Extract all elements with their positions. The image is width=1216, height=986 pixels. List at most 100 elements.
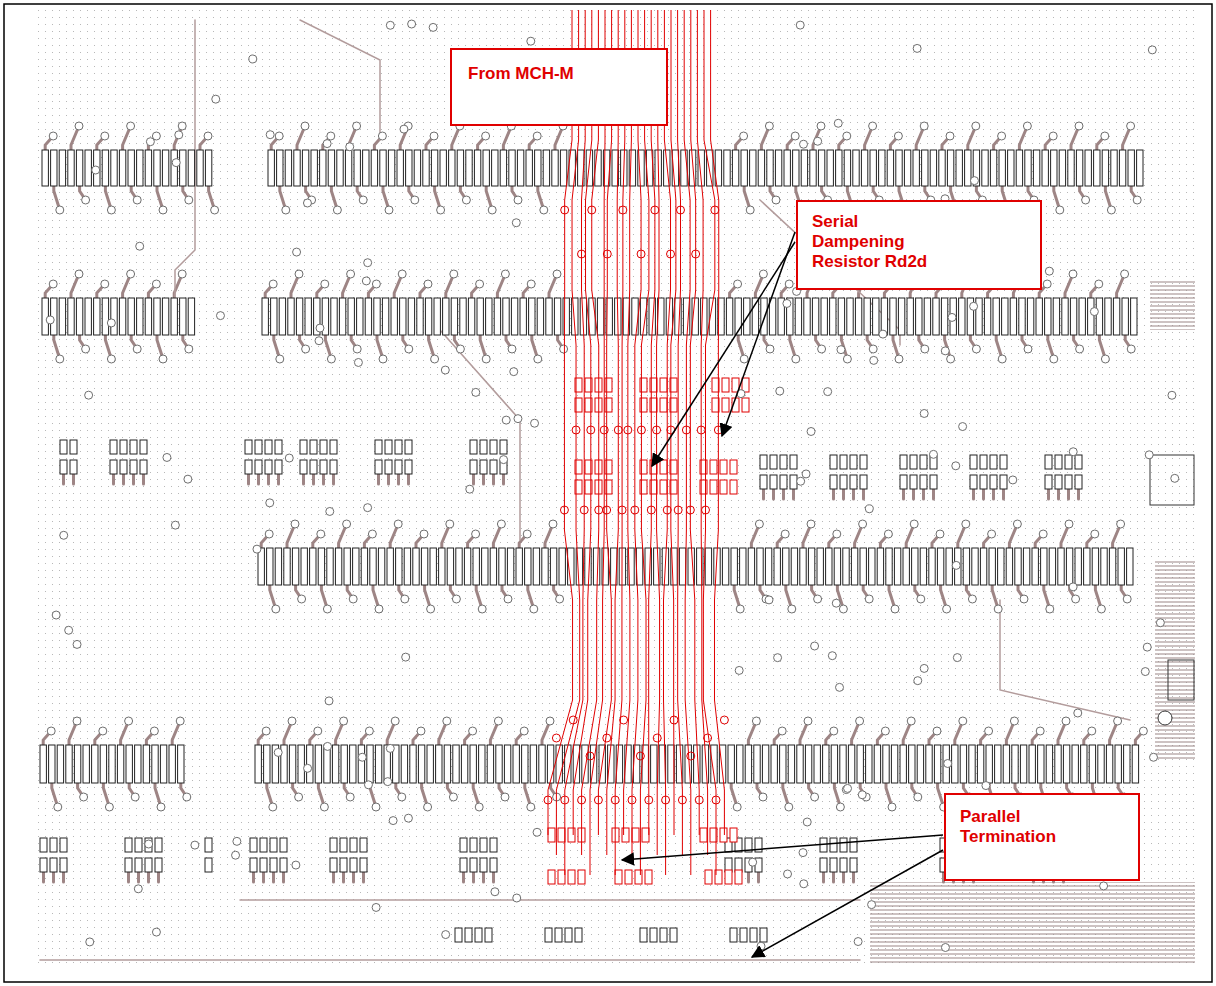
- connector-pad: [998, 548, 1004, 585]
- connector-pad: [328, 150, 334, 186]
- via: [870, 356, 878, 364]
- connector-pad: [963, 548, 969, 585]
- red-via: [578, 796, 586, 804]
- connector-pad: [262, 298, 268, 335]
- connector-pad: [516, 548, 522, 585]
- connector-pad: [335, 548, 341, 585]
- trace: [1067, 489, 1070, 499]
- connector-pad: [843, 548, 849, 585]
- connector-pad: [1113, 298, 1119, 335]
- via: [469, 727, 477, 735]
- resistor-pad: [270, 838, 277, 852]
- via: [946, 132, 954, 140]
- via: [375, 605, 383, 613]
- resistor-pad: [558, 828, 565, 842]
- red-via: [628, 796, 636, 804]
- via: [233, 837, 241, 845]
- red-via: [603, 250, 611, 258]
- trace: [387, 474, 390, 484]
- connector-pad: [1003, 745, 1009, 783]
- connector-pad: [831, 745, 837, 783]
- via: [514, 196, 522, 204]
- connector-pad: [447, 548, 453, 585]
- via: [86, 938, 94, 946]
- resistor-pad: [70, 460, 77, 474]
- connector-pad: [109, 745, 115, 783]
- connector-pad: [68, 298, 74, 335]
- via: [478, 605, 486, 613]
- connector-pad: [100, 745, 106, 783]
- via: [839, 605, 847, 613]
- via: [917, 595, 925, 603]
- red-via: [544, 796, 552, 804]
- resistor-pad: [360, 838, 367, 852]
- resistor-pad: [790, 455, 797, 469]
- via: [398, 793, 406, 801]
- connector-pad: [378, 548, 384, 585]
- connector-pad: [838, 298, 844, 335]
- connector-pad: [582, 745, 588, 783]
- red-via: [697, 426, 705, 434]
- resistor-pad: [790, 475, 797, 489]
- connector-pad: [258, 548, 264, 585]
- copper-area: [870, 882, 1195, 965]
- resistor-pad: [50, 858, 57, 872]
- resistor-pad: [135, 858, 142, 872]
- red-via: [702, 506, 710, 514]
- via: [346, 143, 354, 151]
- red-via: [687, 752, 695, 760]
- red-via: [594, 796, 602, 804]
- connector-pad: [268, 150, 274, 186]
- connector-pad: [771, 745, 777, 783]
- trace: [502, 474, 505, 484]
- resistor-pad: [635, 870, 642, 884]
- via: [427, 605, 435, 613]
- connector-pad: [1055, 745, 1061, 783]
- resistor-pad: [1075, 475, 1082, 489]
- connector-pad: [137, 150, 143, 186]
- connector-pad: [496, 745, 502, 783]
- via: [1101, 355, 1109, 363]
- via: [785, 803, 793, 811]
- red-via: [686, 506, 694, 514]
- connector-pad: [387, 548, 393, 585]
- connector-pad: [848, 745, 854, 783]
- via: [73, 640, 81, 648]
- connector-pad: [1002, 298, 1008, 335]
- connector-pad: [456, 548, 462, 585]
- trace: [332, 474, 335, 484]
- via: [556, 595, 564, 603]
- trace: [1047, 489, 1050, 499]
- via: [1148, 46, 1156, 54]
- trace: [257, 474, 260, 484]
- trace: [40, 959, 860, 961]
- connector-pad: [1033, 150, 1039, 186]
- via: [274, 748, 282, 756]
- red-trace: [598, 10, 611, 835]
- callout-box: Parallel Termination: [944, 793, 1140, 881]
- connector-pad: [509, 150, 515, 186]
- via: [804, 717, 812, 725]
- red-via: [653, 426, 661, 434]
- connector-pad: [76, 150, 82, 186]
- red-via: [552, 734, 560, 742]
- resistor-pad: [125, 858, 132, 872]
- resistor-pad: [255, 440, 262, 454]
- resistor-pad: [60, 460, 67, 474]
- resistor-pad: [465, 928, 472, 942]
- connector-pad: [552, 150, 558, 186]
- red-via: [663, 506, 671, 514]
- connector-pad: [449, 150, 455, 186]
- connector-pad: [793, 150, 799, 186]
- via: [424, 803, 432, 811]
- resistor-pad: [1045, 475, 1052, 489]
- connector-pad: [977, 745, 983, 783]
- via: [1145, 451, 1153, 459]
- connector-pad: [301, 548, 307, 585]
- via: [1024, 345, 1032, 353]
- via: [1097, 605, 1105, 613]
- resistor-pad: [720, 480, 727, 494]
- red-via: [631, 506, 639, 514]
- resistor-pad: [780, 475, 787, 489]
- connector-pad: [818, 150, 824, 186]
